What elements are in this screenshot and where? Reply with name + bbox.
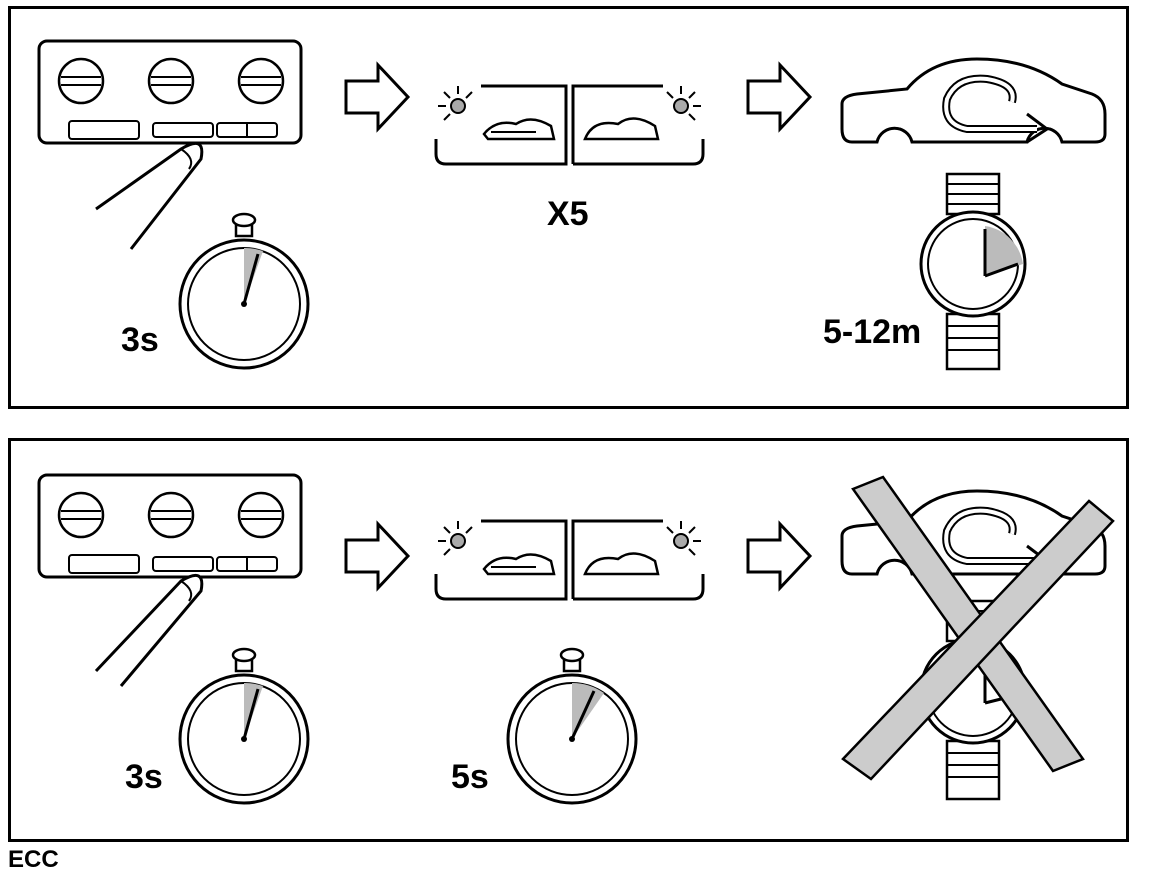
top-panel-graphics — [37, 39, 1107, 371]
climate-control-panel-icon — [37, 39, 303, 145]
recirculation-indicator-icon — [434, 84, 568, 166]
recirculation-indicator-icon — [434, 519, 568, 601]
fresh-air-indicator-icon — [571, 84, 705, 166]
second-duration-label: 5s — [451, 758, 489, 796]
fresh-air-indicator-icon — [571, 519, 705, 601]
press-duration-label: 3s — [121, 321, 159, 359]
stopwatch-icon — [178, 212, 310, 370]
procedure-panel-top: 3s X5 5-12m — [8, 6, 1129, 409]
blinking-led-icon — [438, 521, 473, 556]
arrow-right-icon — [344, 520, 411, 592]
stopwatch-icon — [506, 647, 638, 805]
blinking-led-icon — [438, 86, 473, 121]
climate-control-panel-icon — [37, 473, 303, 579]
wait-time-label: 5-12m — [823, 313, 922, 351]
bottom-panel-graphics — [37, 473, 1115, 805]
wristwatch-icon — [919, 172, 1027, 371]
stopwatch-icon — [178, 647, 310, 805]
footer-label: ECC — [8, 846, 59, 873]
car-recirculation-icon — [840, 57, 1107, 144]
finger-press-icon — [95, 141, 204, 250]
blinking-led-icon — [666, 86, 701, 121]
repeat-count-label: X5 — [547, 195, 589, 233]
procedure-panel-bottom: 3s 5s — [8, 438, 1129, 842]
blinking-led-icon — [666, 521, 701, 556]
press-duration-label: 3s — [125, 758, 163, 796]
finger-press-icon — [94, 573, 204, 687]
arrow-right-icon — [344, 61, 411, 133]
arrow-right-icon — [746, 61, 813, 133]
cross-out-icon — [841, 475, 1115, 781]
arrow-right-icon — [746, 520, 813, 592]
